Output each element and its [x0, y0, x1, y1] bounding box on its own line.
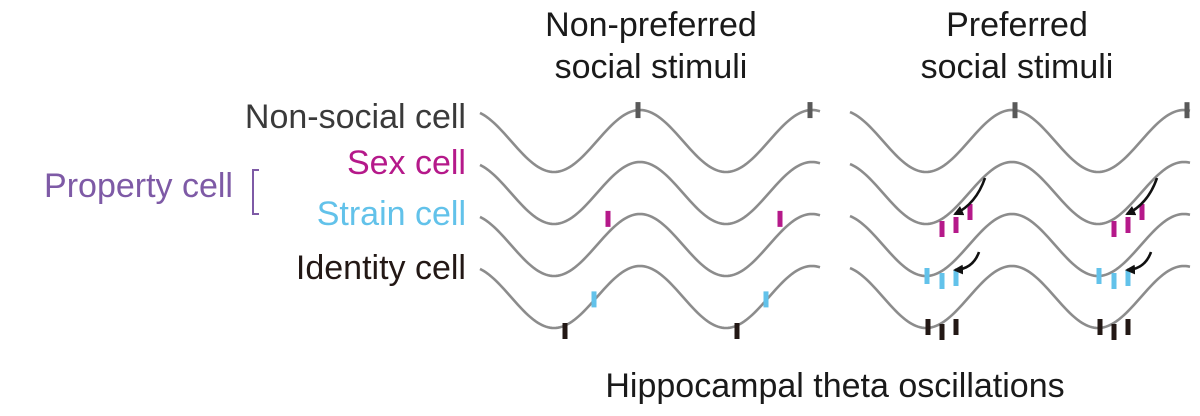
panel-right-title-line1: Preferred	[946, 6, 1088, 44]
identity-cell-spike	[562, 323, 568, 339]
row-label-identity-cell: Identity cell	[296, 249, 466, 287]
theta-wave-row-3-panel-2	[849, 212, 1191, 278]
sex-cell-spike	[1139, 204, 1145, 220]
theta-waves	[479, 108, 1191, 330]
strain-cell-spike	[1096, 268, 1102, 284]
sex-cell-spike	[1125, 217, 1131, 233]
sex-cell-spike	[777, 210, 783, 227]
theta-wave-row-1-panel-2	[849, 108, 1191, 174]
sex-cell-spike	[939, 221, 945, 237]
identity-cell-spike	[734, 323, 740, 339]
identity-cell-spike	[1125, 319, 1131, 335]
panel-left-title-line1: Non-preferred	[545, 6, 757, 44]
strain-cell-spike	[763, 291, 769, 308]
strain-cell-spike	[924, 268, 930, 284]
sex-cell-spike	[953, 217, 959, 233]
identity-cell-spike	[1097, 319, 1103, 335]
phase-shift-arrow	[1125, 251, 1153, 275]
theta-wave-row-4-panel-1	[479, 264, 821, 330]
non-social-spike	[635, 102, 641, 119]
theta-wave-row-3-panel-1	[479, 212, 821, 278]
theta-wave-row-2-panel-2	[849, 160, 1191, 226]
sex-cell-spike	[967, 204, 973, 220]
phase-shift-arrows	[953, 177, 1159, 275]
row-label-strain-cell: Strain cell	[317, 195, 466, 233]
strain-cell-spike	[953, 270, 959, 286]
row-label-sex-cell: Sex cell	[347, 144, 466, 182]
theta-wave-row-4-panel-2	[849, 264, 1191, 330]
identity-cell-spike	[939, 324, 945, 340]
panel-right-title-line2: social stimuli	[921, 48, 1114, 86]
strain-cell-spike	[1111, 273, 1117, 289]
identity-cell-spike	[1111, 324, 1117, 340]
caption: Hippocampal theta oscillations	[605, 367, 1064, 405]
panel-left-title-line2: social stimuli	[555, 48, 748, 86]
identity-cell-spike	[953, 319, 959, 335]
phase-shift-arrow	[953, 177, 987, 216]
non-social-spike	[1012, 102, 1018, 119]
sex-cell-spike	[605, 210, 611, 227]
non-social-spike	[807, 102, 813, 119]
strain-cell-spike	[591, 291, 597, 308]
phase-shift-arrow	[953, 251, 981, 275]
spike-ticks	[562, 102, 1190, 340]
identity-cell-spike	[925, 319, 931, 335]
property-bracket	[252, 169, 259, 215]
row-label-non-social-cell: Non-social cell	[245, 98, 466, 136]
group-label-property-cell: Property cell	[44, 167, 233, 205]
non-social-spike	[1184, 102, 1190, 119]
theta-wave-row-1-panel-1	[479, 108, 821, 174]
strain-cell-spike	[1125, 270, 1131, 286]
strain-cell-spike	[939, 273, 945, 289]
theta-wave-row-2-panel-1	[479, 160, 821, 226]
sex-cell-spike	[1111, 221, 1117, 237]
phase-shift-arrow	[1125, 177, 1159, 216]
